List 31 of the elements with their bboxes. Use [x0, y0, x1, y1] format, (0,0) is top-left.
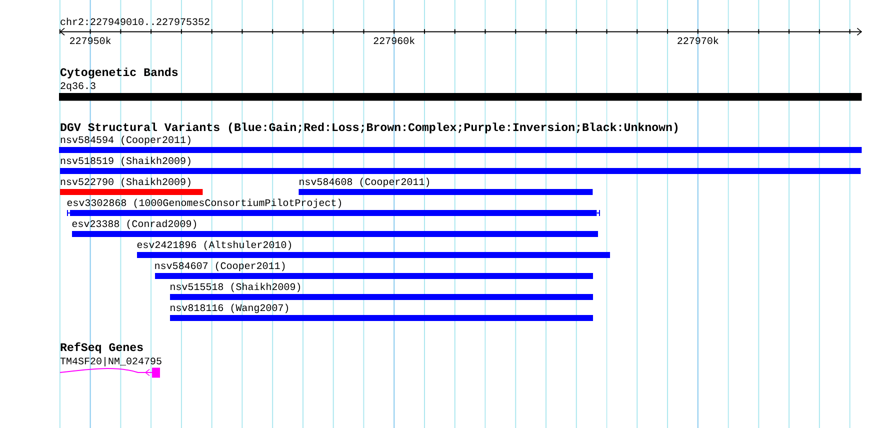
gene-model: TM4SF20|NM_024795	[60, 357, 162, 378]
variant-bar: esv2421896 (Altshuler2010)	[137, 240, 610, 258]
variant-bar: nsv584594 (Cooper2011)	[59, 136, 862, 153]
node-label: nsv522790 (Shaikh2009)	[60, 178, 190, 188]
variant-bar: esv23388 (Conrad2009)	[72, 220, 598, 237]
variant-bar: esv3302868 (1000GenomesConsortiumPilotProject)	[67, 198, 600, 216]
node-label: 2q36.3	[60, 82, 96, 92]
tick-label: 227960k	[374, 36, 415, 44]
node-label: nsv515518 (Shaikh2009)	[170, 282, 300, 292]
variant-bar: nsv584607 (Cooper2011)	[155, 262, 593, 279]
tick-label: 227950k	[70, 36, 111, 44]
variant-bar: nsv818116 (Wang2007)	[170, 304, 593, 321]
node-label: nsv584607 (Cooper2011)	[155, 262, 285, 272]
node-label: esv2421896 (Altshuler2010)	[137, 240, 292, 250]
tick-label: 227970k	[678, 36, 718, 44]
variant-bar: nsv522790 (Shaikh2009)	[60, 178, 203, 195]
band-bar: 2q36.3	[59, 82, 862, 101]
node-label: nsv584594 (Cooper2011)	[60, 136, 190, 146]
variant-bar: nsv584608 (Cooper2011)	[298, 178, 593, 195]
node-label: nsv818116 (Wang2007)	[170, 304, 288, 314]
node-label: nsv518519 (Shaikh2009)	[60, 156, 190, 166]
track-heading: Cytogenetic Bands	[60, 68, 178, 78]
node-label: esv3302868 (1000GenomesConsortiumPilotProject)	[67, 198, 342, 208]
node-label: esv23388 (Conrad2009)	[72, 220, 196, 230]
node-label: nsv584608 (Cooper2011)	[300, 178, 430, 188]
track-heading: DGV Structural Variants (Blue:Gain;Red:Loss;Brown:Complex;Purple:Inversion;Black:Unknown)	[60, 122, 678, 134]
track-heading: RefSeq Genes	[60, 342, 143, 354]
variant-bar: nsv518519 (Shaikh2009)	[60, 156, 861, 174]
variant-bar: nsv515518 (Shaikh2009)	[170, 282, 593, 300]
node-label: TM4SF20|NM_024795	[60, 357, 162, 366]
position-heading: chr2:227949010..227975352	[60, 18, 210, 26]
